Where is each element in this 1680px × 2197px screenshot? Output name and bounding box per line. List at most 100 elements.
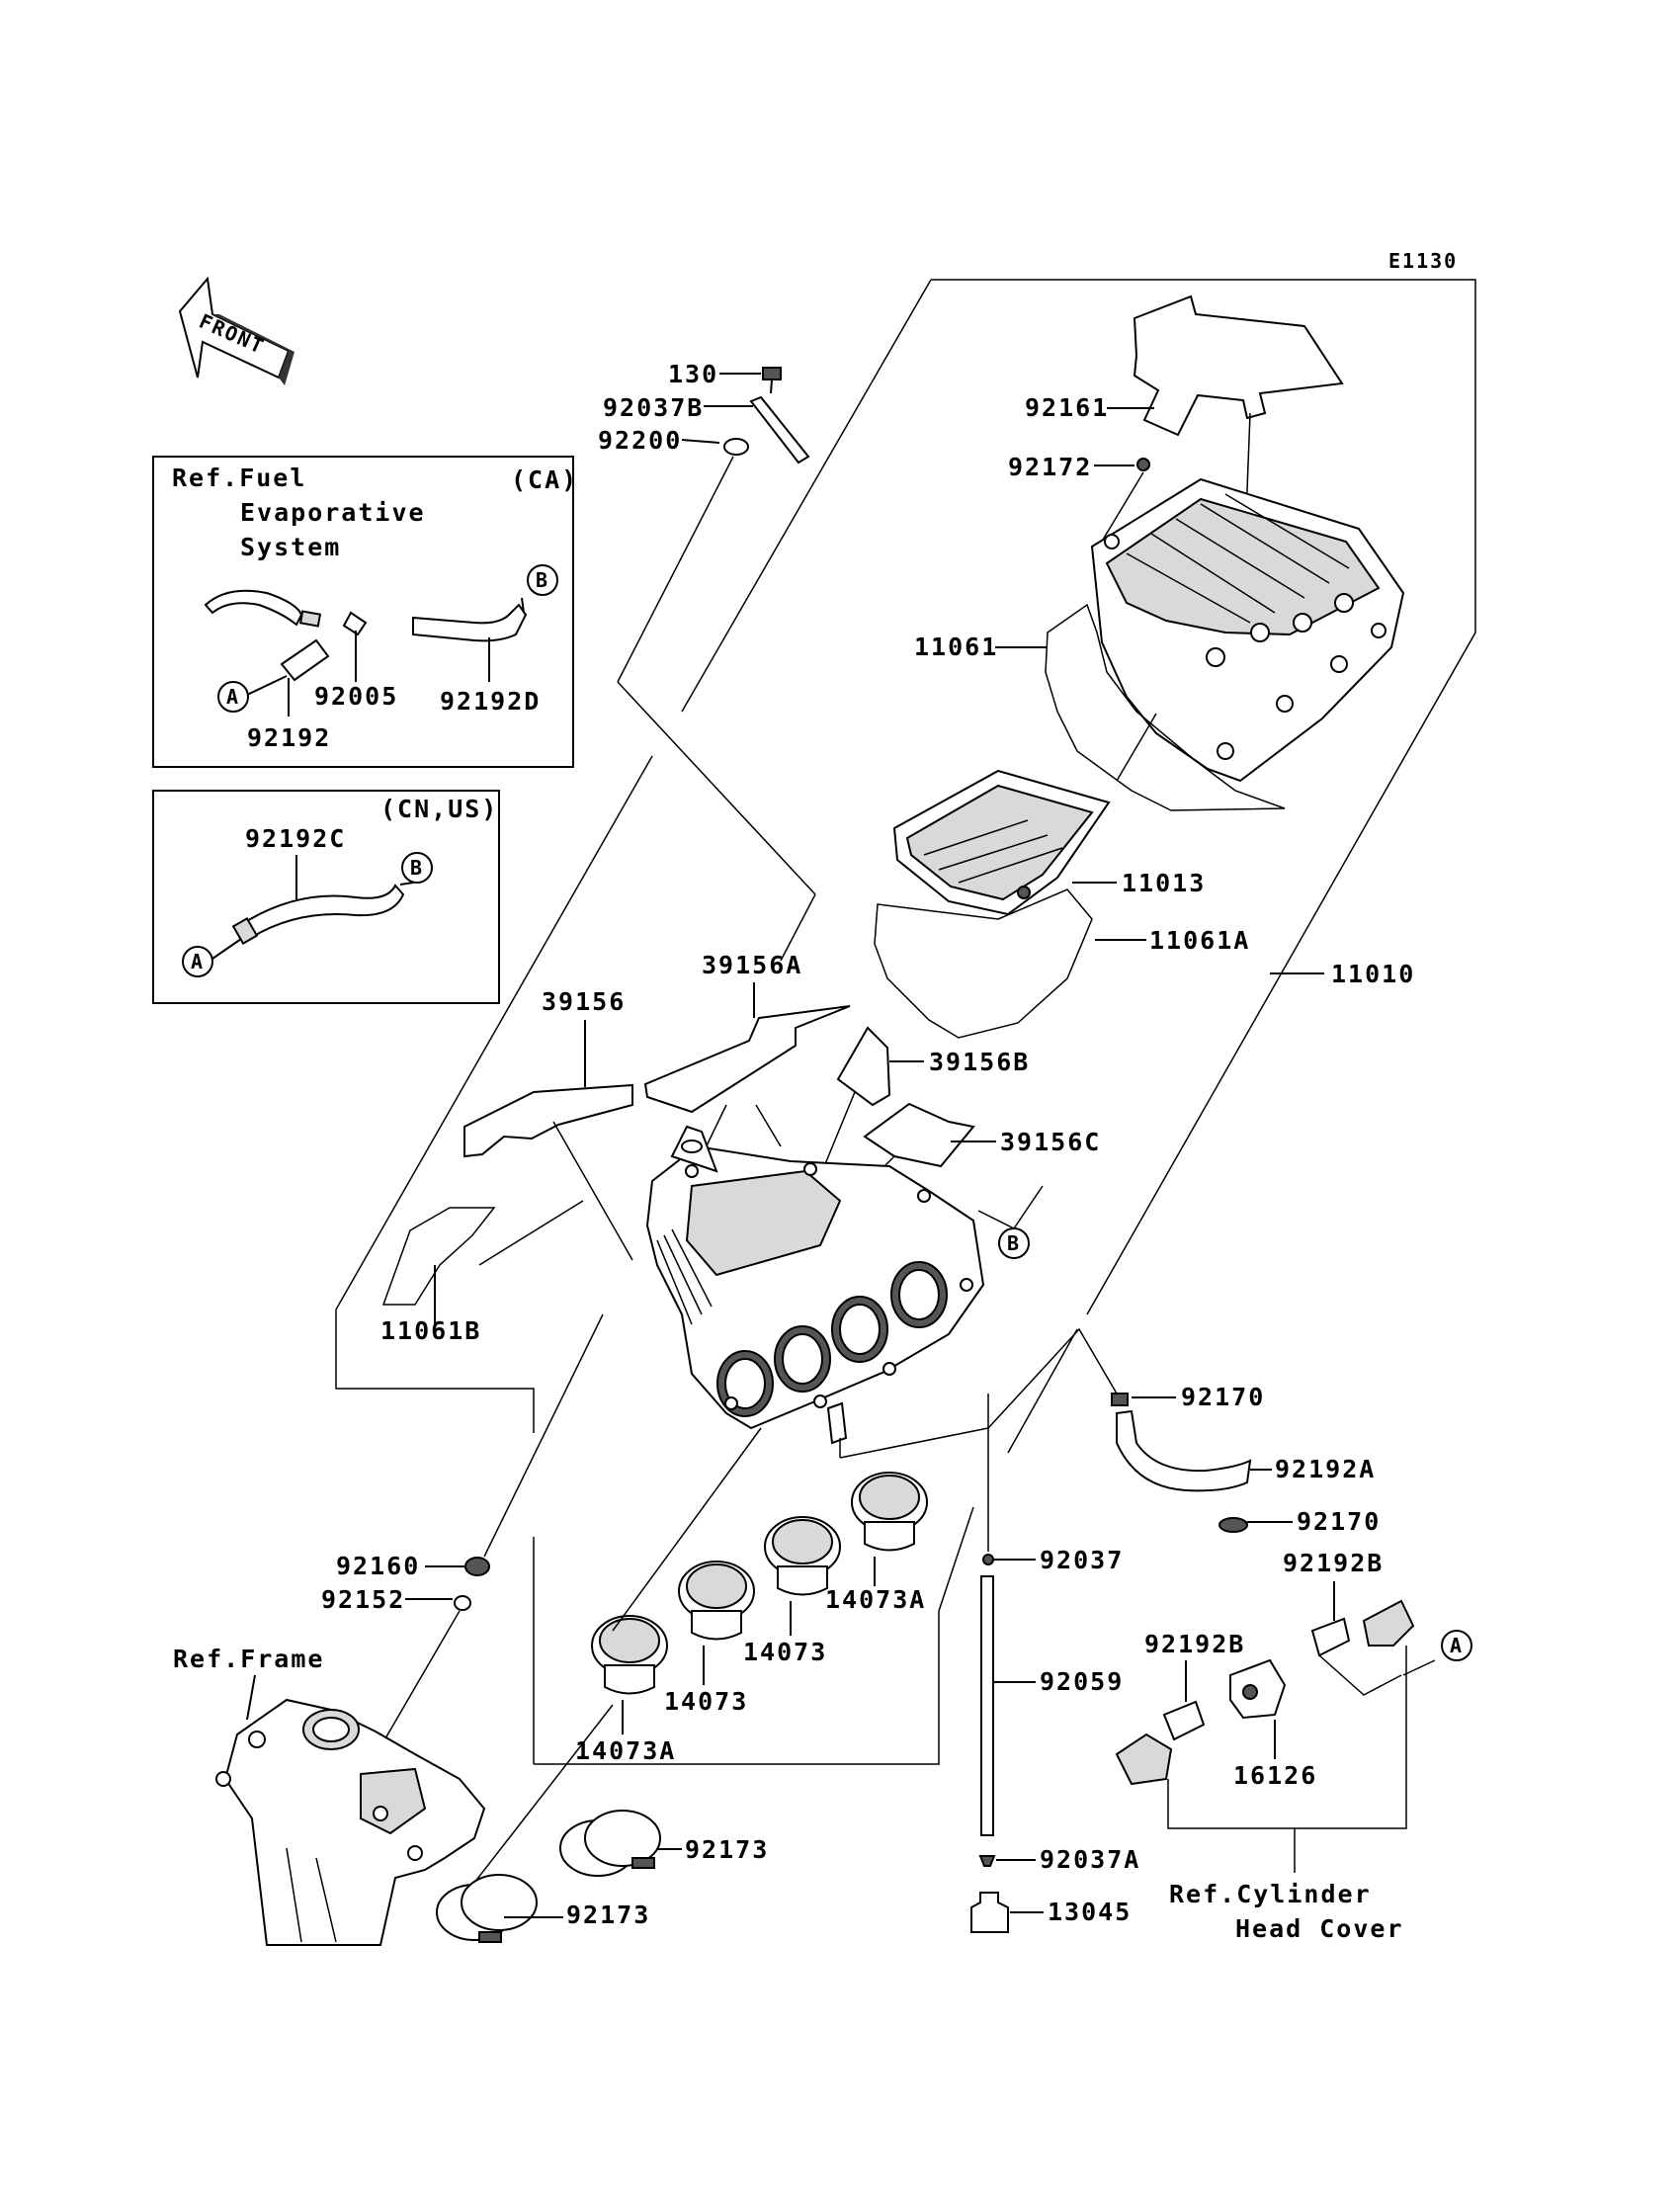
svg-text:B: B [1007,1231,1021,1255]
part-11010: 11010 [1331,960,1415,988]
callout-b-icon-2 [401,852,433,884]
frame-illustration [215,1698,486,1946]
hose-92192 [280,638,330,682]
part-11061B: 11061B [380,1316,481,1345]
upper-cover-11010 [1090,477,1405,783]
part-130: 130 [668,360,718,388]
svg-text:A: A [226,685,240,709]
part-92160: 92160 [336,1552,420,1580]
part-13045: 13045 [1048,1898,1132,1926]
funnel-14073A-top [851,1472,928,1552]
shield-39156 [463,1083,633,1158]
svg-text:B: B [410,856,424,880]
hose-joint-92005 [342,611,368,636]
part-92192A: 92192A [1275,1455,1376,1483]
lower-housing [645,1125,985,1445]
ref-frame: Ref.Frame [173,1645,324,1673]
part-92005: 92005 [314,682,398,711]
grommet-92160 [464,1557,490,1576]
part-11061: 11061 [914,633,998,661]
bolt-130 [762,367,782,380]
front-arrow-icon: FRONT [178,276,294,385]
part-39156A: 39156A [702,951,802,979]
clip-92170-top [1111,1393,1129,1406]
part-92173-a: 92173 [685,1835,769,1864]
part-92172: 92172 [1008,453,1092,481]
inset-ca-box: Ref.Fuel Evaporative System (CA) A B 920… [152,456,578,768]
part-39156B: 39156B [929,1048,1030,1076]
region-ca: (CA) [511,465,578,494]
clip-92170-bottom [1218,1517,1248,1533]
part-39156: 39156 [542,987,626,1016]
part-92161: 92161 [1025,393,1109,422]
callout-a-icon [217,681,249,713]
funnel-14073-right [764,1516,841,1596]
clip-92037A [978,1855,996,1867]
gasket-11061 [1045,603,1286,811]
part-92192: 92192 [247,723,331,752]
shield-39156A [643,1005,851,1114]
part-14073-b: 14073 [664,1687,748,1716]
part-14073-a: 14073 [743,1638,827,1666]
part-14073A-b: 14073A [575,1736,676,1765]
pin-92037B [749,395,810,465]
port-upper [1362,1599,1415,1647]
part-92173-b: 92173 [566,1901,650,1929]
inset-cnus-box: (CN,US) 92192C A B [152,790,500,1004]
part-92200: 92200 [598,426,682,455]
funnel-14073-left [678,1561,755,1641]
callout-b-icon [527,564,558,596]
part-92192C: 92192C [245,824,346,853]
hose-92192B-lower [1162,1700,1206,1741]
plug-92037 [982,1554,994,1565]
port-lower [1115,1732,1173,1786]
cap-13045 [970,1892,1009,1933]
gasket-11061B [381,1207,496,1306]
funnel-14073A-bottom [591,1615,668,1695]
clamp-92173-lower [436,1874,538,1943]
screw-92172 [1136,458,1150,471]
gasket-11061A [874,888,1093,1039]
svg-text:A: A [191,950,205,973]
collar-92152 [454,1595,471,1611]
part-39156C: 39156C [1000,1128,1101,1156]
top-hardware: 130 92037B 92200 [598,360,816,962]
hose-92192C [240,884,405,941]
callout-a-icon-3 [1441,1630,1472,1661]
hose-92192B-upper [1310,1617,1351,1657]
region-cnus: (CN,US) [380,795,498,823]
part-92037A: 92037A [1040,1845,1140,1874]
clamp-92173-upper [559,1810,661,1877]
part-92170-b: 92170 [1297,1507,1381,1536]
ref-fuel-line1: Ref.Fuel [172,464,306,492]
valve-16126 [1229,1658,1287,1720]
part-92037B: 92037B [603,393,704,422]
part-92192B-b: 92192B [1144,1630,1245,1658]
part-92170-a: 92170 [1181,1383,1265,1411]
shield-39156C [863,1102,975,1168]
callout-a-icon-2 [182,946,213,977]
part-16126: 16126 [1233,1761,1317,1790]
pad-92161: 92161 [1025,295,1344,594]
svg-text:B: B [536,568,549,592]
ref-fuel-line2: Evaporative [240,498,426,527]
part-92059: 92059 [1040,1667,1124,1696]
washer-92200 [723,438,749,456]
ref-fuel-line3: System [240,533,341,561]
part-92037: 92037 [1040,1546,1124,1574]
shield-39156B [836,1026,891,1107]
part-92192D: 92192D [440,687,541,716]
part-11013: 11013 [1122,869,1206,897]
svg-text:A: A [1450,1634,1464,1657]
hose-92192D [412,603,528,642]
ref-cylinder-line2: Head Cover [1235,1914,1404,1943]
part-11061A: 11061A [1149,926,1250,955]
diagram-code: E1130 [1388,249,1458,273]
part-14073A-a: 14073A [825,1585,926,1614]
element-11013 [892,769,1111,916]
ref-cylinder-line1: Ref.Cylinder [1169,1880,1372,1908]
hose-left [204,589,303,627]
drain-tube-92059 [980,1575,994,1836]
part-92192B-a: 92192B [1283,1549,1384,1577]
